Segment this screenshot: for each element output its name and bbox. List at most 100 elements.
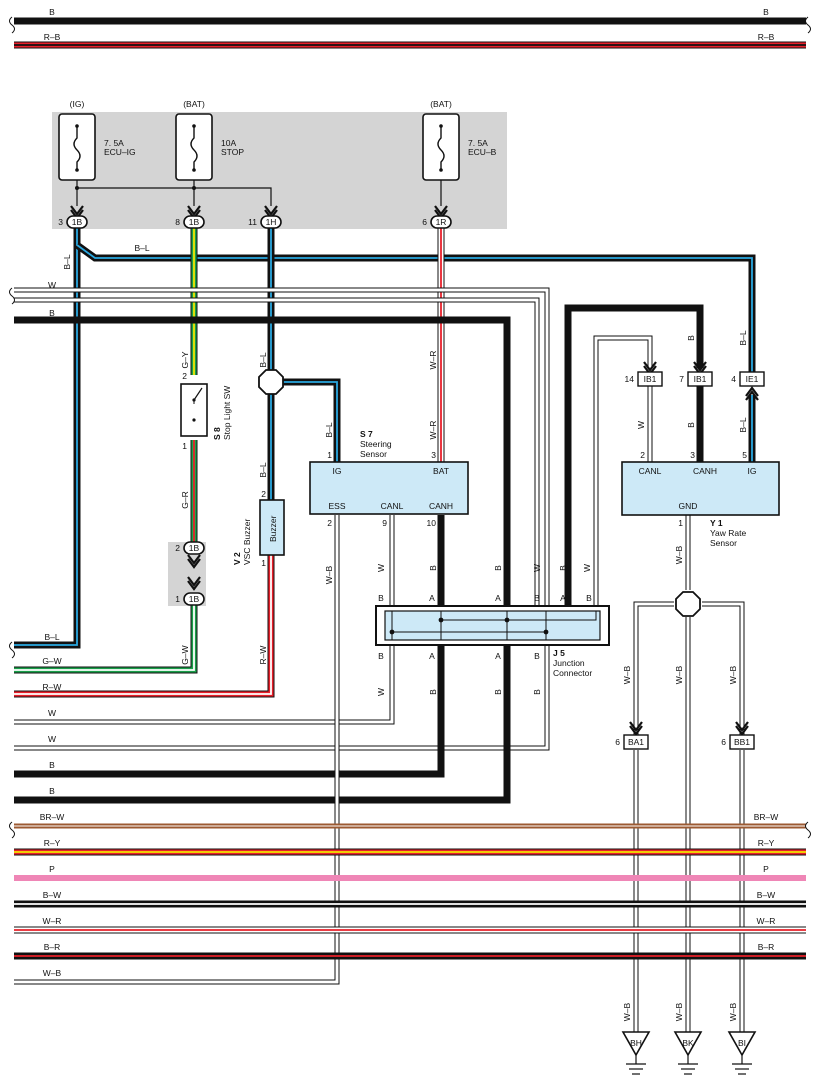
- connector-c6: 1B1: [175, 592, 205, 606]
- label: 2: [182, 371, 187, 381]
- label: 10: [427, 518, 437, 528]
- wire-w-canl-out: [14, 645, 395, 725]
- label: B: [586, 593, 592, 603]
- ground-triangle: [621, 1031, 651, 1057]
- label: B: [763, 7, 769, 17]
- label: Steering: [360, 439, 392, 449]
- label: W: [48, 280, 56, 290]
- connector-id: BB1: [734, 737, 750, 747]
- wire-fill: [14, 515, 339, 984]
- junction-dot: [75, 186, 79, 190]
- wire-b-yaw: [564, 304, 704, 606]
- arrow-down-icon: [643, 361, 657, 372]
- connector-pin: 14: [625, 374, 635, 384]
- label: 5: [742, 450, 747, 460]
- ground-2: BI: [727, 1031, 757, 1075]
- wire-stripe: [271, 381, 338, 462]
- label: A: [560, 593, 566, 603]
- connector-body: [430, 215, 452, 229]
- label: B: [534, 651, 540, 661]
- label: R–W: [258, 646, 268, 665]
- label: W–B: [622, 1002, 632, 1021]
- label: B–R: [44, 942, 61, 952]
- label: P: [763, 864, 769, 874]
- junction-dot: [389, 629, 395, 635]
- label: P: [49, 864, 55, 874]
- label: 3: [431, 450, 436, 460]
- label: W–R: [43, 916, 62, 926]
- label: B–L: [324, 422, 334, 437]
- label: IG: [333, 466, 342, 476]
- connector-body: [687, 371, 713, 387]
- label: R–B: [758, 32, 775, 42]
- connector-id: BA1: [628, 737, 644, 747]
- ground-id: BI: [738, 1038, 746, 1048]
- arrow-down-icon: [187, 558, 201, 569]
- fuse-source: (BAT): [183, 99, 205, 109]
- break-mark: [9, 641, 15, 659]
- connector-pin: 4: [731, 374, 736, 384]
- fuse-amps: 10A: [221, 138, 236, 148]
- label: B: [686, 422, 696, 428]
- wire-b-jb: [14, 645, 445, 778]
- connector-body: [66, 215, 88, 229]
- wire-layer: [14, 17, 806, 1032]
- connector-body: [183, 592, 205, 606]
- label: W–R: [428, 351, 438, 370]
- connector-ie1: IE1 4: [731, 371, 765, 387]
- label: Junction: [553, 658, 585, 668]
- arrow-down-icon: [187, 554, 201, 565]
- connector-body: [729, 734, 755, 750]
- yaw-rate-sensor: [621, 461, 780, 516]
- connector-id: 1B: [189, 543, 200, 553]
- break-mark: [805, 821, 811, 839]
- label: B–L: [62, 254, 72, 269]
- wire-bl-s7: [271, 378, 341, 462]
- label: B: [49, 760, 55, 770]
- fuse-terminal: [192, 168, 196, 172]
- label: S 8: [212, 427, 222, 440]
- label: CANH: [693, 466, 717, 476]
- label: B: [49, 786, 55, 796]
- label: J 5: [553, 648, 565, 658]
- connector-id: IB1: [644, 374, 657, 384]
- fuse-name: ECU–B: [468, 147, 497, 157]
- label: G–W: [180, 645, 190, 664]
- label: W: [376, 688, 386, 696]
- label: W: [48, 734, 56, 744]
- label: B: [428, 689, 438, 695]
- wire-fill: [14, 298, 539, 606]
- fuse-2: [422, 113, 460, 206]
- splice-point: [258, 369, 284, 395]
- junction-connector-inner: [384, 610, 601, 641]
- label: 9: [382, 518, 387, 528]
- label: G–R: [180, 491, 190, 508]
- ground-triangle: [673, 1031, 703, 1057]
- label: B–L: [44, 632, 59, 642]
- label: W: [48, 708, 56, 718]
- wire-black: [14, 645, 445, 778]
- label: Sensor: [360, 449, 387, 459]
- label: B: [49, 308, 55, 318]
- fuse-amps: 7. 5A: [468, 138, 488, 148]
- jb-link-a: [441, 611, 597, 621]
- label: 2: [327, 518, 332, 528]
- steering-sensor: [309, 461, 469, 515]
- wire-fill: [594, 336, 652, 606]
- label: IG: [748, 466, 757, 476]
- label: R–Y: [44, 838, 61, 848]
- fuse-source: (IG): [70, 99, 85, 109]
- wire-black: [564, 304, 704, 606]
- connector-body: [183, 215, 205, 229]
- label: B: [378, 593, 384, 603]
- label: B: [532, 689, 542, 695]
- fuse-name: ECU–IG: [104, 147, 136, 157]
- label: B: [686, 335, 696, 341]
- connector-id: IE1: [746, 374, 759, 384]
- connector-pin: 11: [248, 217, 257, 227]
- fuse-terminal: [439, 124, 443, 128]
- label: 2: [261, 489, 266, 499]
